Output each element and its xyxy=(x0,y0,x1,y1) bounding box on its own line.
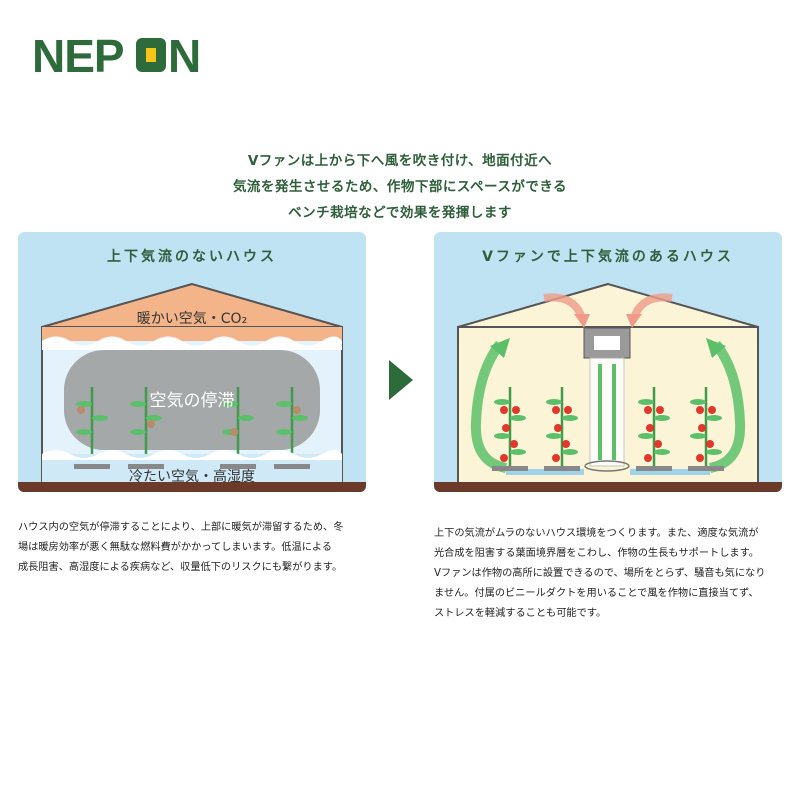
stagnant-air-label: 空気の停滞 xyxy=(149,391,235,411)
headline-line-1: Vファンは上から下へ風を吹き付け、地面付近へ xyxy=(247,153,553,169)
left-panel-title: 上下気流のないハウス xyxy=(107,249,277,265)
headline: Vファンは上から下へ風を吹き付け、地面付近へ 気流を発生させるため、作物下部にス… xyxy=(0,148,800,226)
right-description: 上下の気流がムラのないハウス環境をつくります。また、適度な気流が 光合成を阻害す… xyxy=(434,524,784,624)
headline-line-3: ベンチ栽培などで効果を発揮します xyxy=(288,205,512,221)
right-description-line: 上下の気流がムラのないハウス環境をつくります。また、適度な気流が xyxy=(434,528,759,539)
left-description-line: ハウス内の空気が停滞することにより、上部に暖気が滞留するため、冬 xyxy=(18,522,344,533)
house-without-airflow-illustration xyxy=(18,232,366,492)
left-description-line: 場は暖房効率が悪く無駄な燃料費がかかってしまいます。低温による xyxy=(18,542,332,553)
left-description-line: 成長阻害、高湿度による疾病など、収量低下のリスクにも繋がります。 xyxy=(18,562,343,573)
house-with-airflow-panel: Vファンで上下気流のあるハウス xyxy=(434,232,782,492)
house-without-airflow-panel: 上下気流のないハウス 暖かい空気・CO₂ 空気の停滞 冷たい空気・高湿度 xyxy=(18,232,366,492)
nepon-logo: NEP N xyxy=(32,30,201,78)
headline-line-2: 気流を発生させるため、作物下部にスペースができる xyxy=(232,179,568,195)
cold-air-label: 冷たい空気・高湿度 xyxy=(129,469,255,485)
right-description-line: Vファンは作物の高所に設置できるので、場所をとらず、騒音も気になり xyxy=(434,568,766,579)
right-panel-title: Vファンで上下気流のあるハウス xyxy=(482,249,734,265)
warm-air-label: 暖かい空気・CO₂ xyxy=(136,311,248,327)
svg-text:N: N xyxy=(168,30,201,78)
triangle-right-icon xyxy=(389,360,413,400)
svg-text:NEP: NEP xyxy=(32,30,124,78)
house-with-airflow-illustration xyxy=(434,232,782,492)
left-description: ハウス内の空気が停滞することにより、上部に暖気が滞留するため、冬 場は暖房効率が… xyxy=(18,518,370,578)
right-description-line: ストレスを軽減することも可能です。 xyxy=(434,608,607,619)
right-description-line: ません。付属のビニールダクトを用いることで風を作物に直接当てず、 xyxy=(434,588,759,599)
right-description-line: 光合成を阻害する葉面境界層をこわし、作物の生長もサポートします。 xyxy=(434,548,759,559)
